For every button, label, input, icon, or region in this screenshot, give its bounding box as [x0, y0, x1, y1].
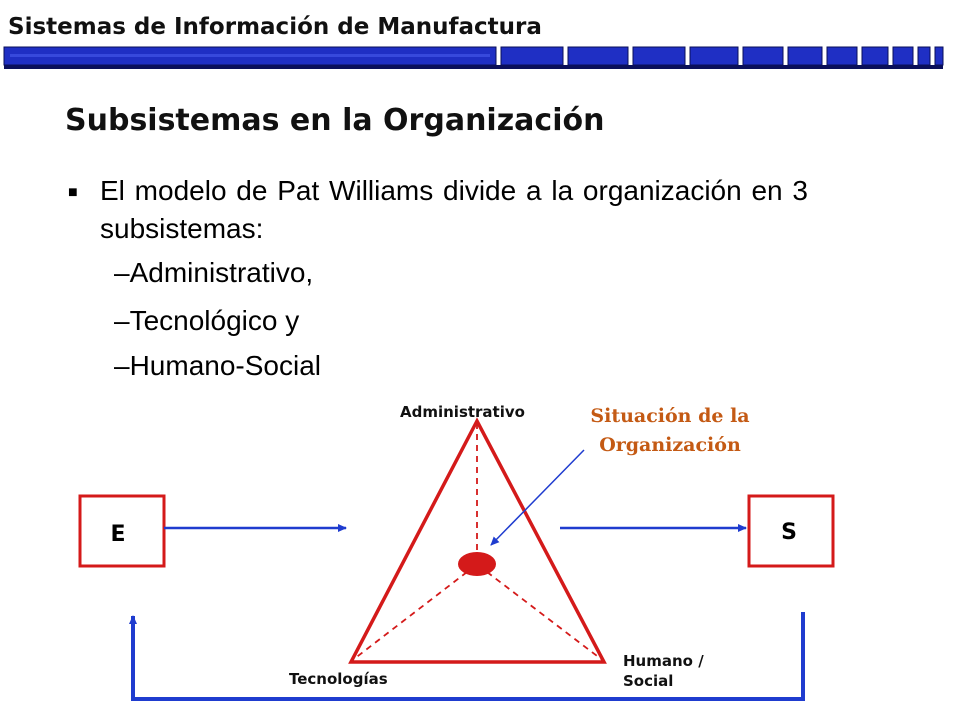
subsystems-triangle: [348, 417, 607, 664]
organization-situation-point: [458, 552, 496, 576]
dashed-line-right: [486, 571, 602, 660]
feedback-loop-line: [129, 612, 805, 701]
bullet-paragraph: ■ El modelo de Pat Williams divide a la …: [68, 172, 808, 248]
header-title: Sistemas de Información de Manufactura: [8, 14, 542, 40]
bullet-text: El modelo de Pat Williams divide a la or…: [100, 175, 808, 244]
sub-item-administrativo: –Administrativo,: [114, 257, 314, 288]
vertex-label-tecnologias: Tecnologías: [289, 670, 388, 688]
sub-item-tecnologico: –Tecnológico y: [114, 305, 300, 336]
slide-title: Subsistemas en la Organización: [65, 103, 605, 138]
sub-item-humano-social: –Humano-Social: [114, 350, 321, 381]
input-box: [78, 494, 166, 568]
vertex-label-humano-social: Humano / Social: [623, 652, 704, 690]
header-bar: [3, 46, 944, 69]
output-box: [747, 494, 835, 568]
vertex-label-administrativo: Administrativo: [400, 403, 525, 421]
callout-text: Situación de la Organización: [590, 405, 750, 456]
square-bullet-icon: ■: [68, 184, 78, 201]
output-box-label: S: [781, 520, 797, 545]
input-box-label: E: [110, 522, 125, 547]
callout-arrow: [490, 449, 585, 546]
dashed-line-left: [353, 571, 468, 660]
